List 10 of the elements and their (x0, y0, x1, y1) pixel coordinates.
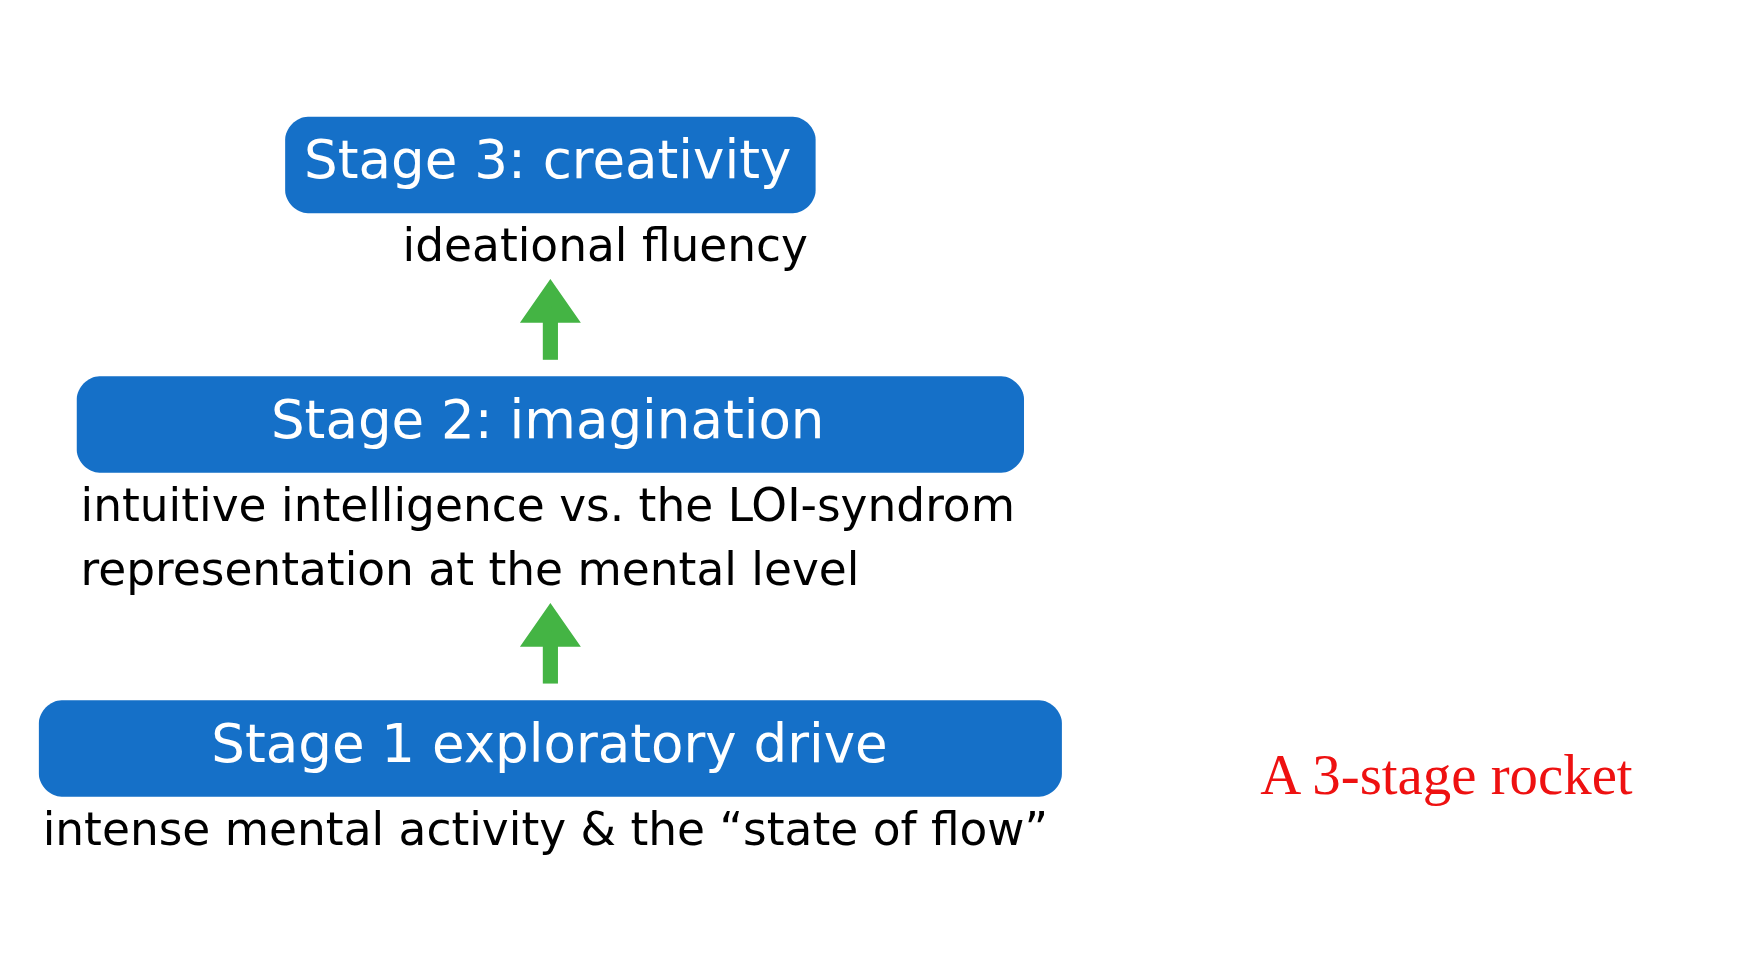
node-label: intense mental activity & the “state of flow” (42, 802, 1049, 856)
arrow (519, 279, 581, 360)
node-label: ideational fluency (402, 219, 809, 273)
node-box: Stage 1 exploratory drive (38, 700, 1062, 797)
node-box: Stage 2: imagination (76, 376, 1024, 473)
node-label: representation at the mental level (80, 543, 860, 596)
arrow (519, 603, 581, 684)
label: A 3-stage rocket (1260, 742, 1633, 806)
node-box: Stage 3: creativity (285, 116, 816, 214)
node-label: intuitive intelligence vs. the LOI-syndrom (80, 478, 1015, 532)
